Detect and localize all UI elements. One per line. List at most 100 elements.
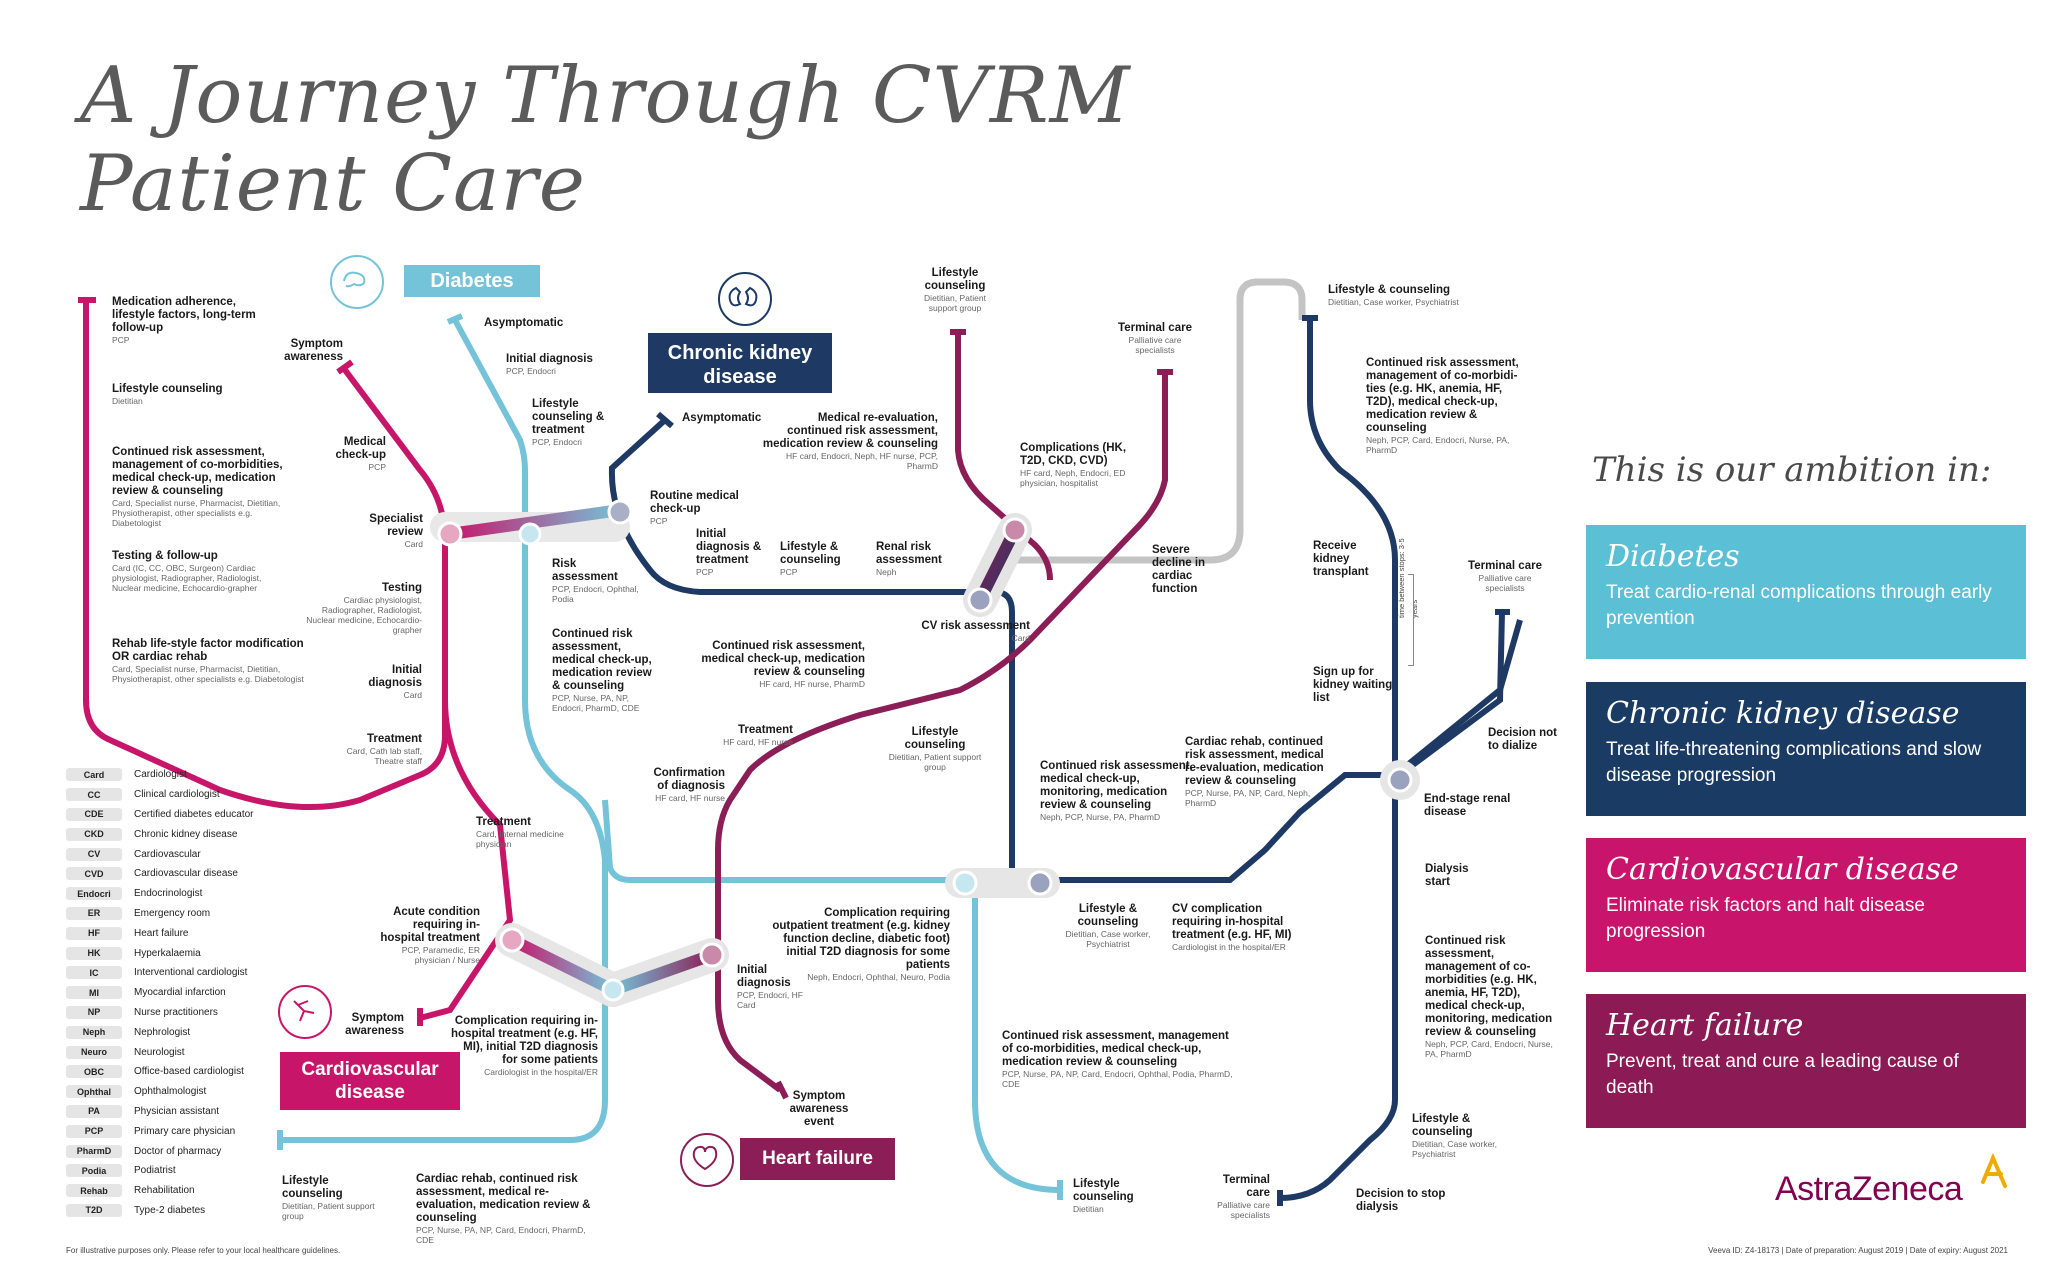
station-staff: Dietitian: [1073, 1204, 1104, 1214]
station-title: Continued risk assessment, medical check…: [552, 628, 652, 692]
ambition-title: Chronic kidney disease: [1606, 696, 1960, 731]
station-title: Acute condition requiring in-hospital tr…: [380, 906, 480, 944]
station-title: Confirmation of diagnosis: [653, 767, 725, 792]
legend-full: Ophthalmologist: [134, 1086, 207, 1098]
station-dialysis-start: Dialysis start: [1425, 863, 1495, 889]
legend-abbr: CC: [66, 788, 122, 802]
station-staff: Dietitian, Patient support group: [888, 752, 982, 772]
station-title: Cardiac rehab, continued risk assessment…: [416, 1173, 591, 1224]
legend-abbr: T2D: [66, 1203, 122, 1217]
pancreas-icon: [330, 255, 384, 309]
interchange-end-stage: [1380, 760, 1420, 800]
station-title: Continued risk assessment, management of…: [1002, 1030, 1229, 1068]
station-title: Renal risk assessment: [876, 541, 942, 566]
station-title: Continued risk assessment, management of…: [1425, 935, 1553, 1038]
ckd-terminus-top: [656, 411, 674, 429]
station-staff: Dietitian, Patient support group: [282, 1201, 375, 1221]
legend-abbr: PCP: [66, 1124, 122, 1138]
heart-icon: [680, 1133, 734, 1187]
station-sign-up: Sign up for kidney waiting list: [1313, 666, 1393, 705]
station-title: Continued risk assessment, management of…: [1366, 357, 1519, 434]
station-title: Routine medical check-up: [650, 490, 739, 515]
station-title: Dialysis start: [1425, 863, 1469, 888]
astrazeneca-mark-icon: [1981, 1152, 2007, 1188]
station-title: Treatment: [738, 724, 793, 736]
ambition-title: Cardiovascular disease: [1606, 852, 1959, 887]
legend-full: Rehabilitation: [134, 1185, 195, 1197]
station-title: Treatment: [476, 816, 531, 828]
legend-abbr: HF: [66, 926, 122, 940]
legend-full: Nephrologist: [134, 1026, 191, 1038]
symptom-terminus: [336, 359, 354, 375]
station-end-stage: End-stage renal disease: [1424, 793, 1519, 819]
hf-terminus-symptom: [775, 1080, 789, 1100]
station-title: Lifestyle counseling: [282, 1175, 343, 1200]
station-title: Lifestyle & counseling: [1077, 903, 1139, 928]
legend-full: Clinical cardiologist: [134, 789, 220, 801]
diabetes-line-right: [602, 799, 1061, 1193]
station-title: Testing & follow-up: [112, 550, 218, 562]
legend-abbr: CV: [66, 847, 122, 861]
station-d-asymptomatic: Asymptomatic: [484, 317, 579, 330]
station-hf-symptom: Symptom awareness event: [780, 1090, 858, 1129]
station-cv-symptom2: Symptom awareness: [342, 1012, 404, 1038]
legend-full: Podiatrist: [134, 1165, 176, 1177]
station-staff: PCP, Nurse, PA, NP, Endocri, PharmD, CDE: [552, 693, 640, 713]
legend-row: CC Clinical cardiologist: [66, 785, 254, 805]
station-staff: HF card, HF nurse: [655, 793, 725, 803]
legend-abbr: OBC: [66, 1065, 122, 1079]
station-staff: PCP, Nurse, PA, NP, Card, Neph, PharmD: [1185, 788, 1311, 808]
station-staff: Cardiologist in the hospital/ER: [484, 1067, 598, 1077]
page-title: A Journey Through CVRM Patient Care: [80, 52, 1130, 228]
station-staff: Card: [1011, 633, 1030, 643]
station-title: Complication requiring in-hospital treat…: [451, 1015, 598, 1066]
hf-line: [715, 332, 1168, 1093]
station-staff: Cardiologist in the hospital/ER: [1172, 942, 1286, 952]
station-staff: Card, Specialist nurse, Pharmacist, Diet…: [112, 498, 281, 528]
station-staff: Palliative care specialists: [1478, 573, 1532, 593]
legend-full: Certified diabetes educator: [134, 808, 254, 820]
station-cv-continued: Continued risk assessment, management of…: [112, 446, 297, 528]
station-ckd-continued: Continued risk assessment, medical check…: [1040, 760, 1205, 822]
station-symptom-awareness: Symptom awareness: [258, 338, 343, 364]
station-staff: HF card, HF nurse, PharmD: [759, 679, 865, 689]
ambition-text: Prevent, treat and cure a leading cause …: [1606, 1051, 1959, 1098]
station-title: Rehab life-style factor modification OR …: [112, 638, 304, 663]
station-title: Asymptomatic: [682, 412, 762, 424]
station-staff: Card, Specialist nurse, Pharmacist, Diet…: [112, 664, 304, 684]
station-acute-condition: Acute condition requiring in-hospital tr…: [372, 906, 480, 965]
station-title: Symptom awareness event: [789, 1090, 849, 1128]
legend-full: Cardiovascular: [134, 848, 201, 860]
station-title: Lifestyle & counseling: [1328, 284, 1451, 296]
legend-full: Cardiovascular disease: [134, 868, 238, 880]
station-title: Decision not to dialize: [1488, 727, 1558, 752]
station-ckd-asymptomatic: Asymptomatic: [682, 412, 782, 425]
ambition-text: Treat cardio-renal complications through…: [1606, 582, 1992, 629]
legend-row: CV Cardiovascular: [66, 844, 254, 864]
interchange-acute: [495, 923, 729, 1007]
station-title: Lifestyle counseling: [1073, 1178, 1134, 1203]
cv-line-tag: Cardiovascular disease: [280, 1052, 460, 1110]
